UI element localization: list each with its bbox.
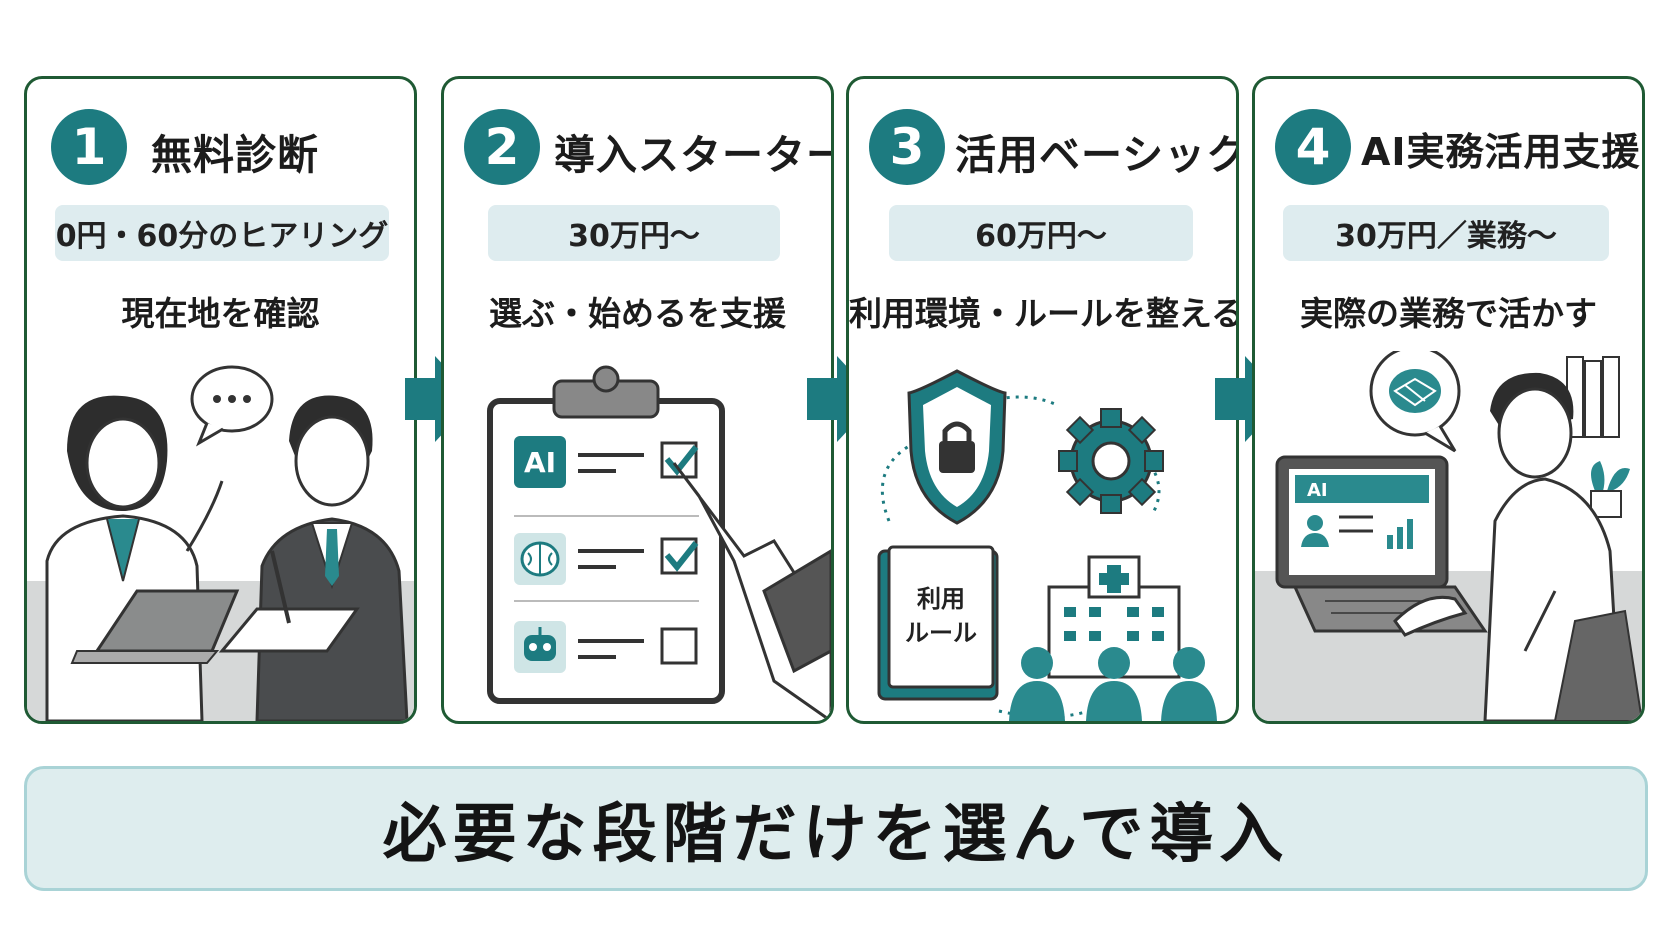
svg-text:AI: AI xyxy=(1307,480,1328,501)
hospital-icon xyxy=(1047,555,1181,679)
step-number: 4 xyxy=(1275,109,1351,185)
step-number: 3 xyxy=(869,109,945,185)
step-number: 2 xyxy=(464,109,540,185)
security-rules-illustration: 利用 ルール xyxy=(849,351,1236,721)
step-header: 3 活用ベーシック xyxy=(849,105,1236,197)
step-title: 活用ベーシック xyxy=(955,131,1239,179)
svg-text:AI: AI xyxy=(524,446,556,479)
step-description: 現在地を確認 xyxy=(121,294,320,333)
shield-lock-icon xyxy=(907,369,1007,525)
arrow-right-icon xyxy=(405,356,475,442)
laptop-work-illustration: AI xyxy=(1255,351,1642,721)
step-card-2: 2 導入スターター 30万円～ 選ぶ・始めるを支援 AI xyxy=(441,76,834,724)
step-header: 4 AI実務活用支援 xyxy=(1255,105,1642,197)
speech-bubble-icon xyxy=(190,365,274,447)
step-description: 実際の業務で活かす xyxy=(1300,294,1597,333)
step-card-4: 4 AI実務活用支援 30万円／業務～ 実際の業務で活かす xyxy=(1252,76,1645,724)
robot-icon xyxy=(514,621,566,673)
svg-text:ルール: ルール xyxy=(905,619,977,647)
consultation-illustration xyxy=(27,351,414,721)
arrow-right-icon xyxy=(1215,356,1285,442)
svg-text:利用: 利用 xyxy=(917,585,965,613)
summary-banner: 必要な段階だけを選んで導入 xyxy=(24,766,1648,891)
price-badge: 0円・60分のヒアリング xyxy=(55,205,389,261)
brain-icon xyxy=(514,533,566,585)
brain-thought-icon xyxy=(1369,351,1461,453)
pointing-hand-icon xyxy=(672,462,831,721)
people-icon xyxy=(1009,647,1217,721)
doctor-figure-icon xyxy=(45,395,224,721)
plant-icon xyxy=(1590,461,1630,518)
step-title: 導入スターター xyxy=(554,131,834,179)
step-card-1: 1 無料診断 0円・60分のヒアリング 現在地を確認 xyxy=(24,76,417,724)
price-badge: 60万円～ xyxy=(889,205,1193,261)
arrow-right-icon xyxy=(807,356,877,442)
step-header: 2 導入スターター xyxy=(444,105,831,197)
consultant-figure-icon xyxy=(255,395,409,721)
checklist-illustration: AI xyxy=(444,351,831,721)
price-badge: 30万円／業務～ xyxy=(1283,205,1609,261)
summary-banner-text: 必要な段階だけを選んで導入 xyxy=(382,797,1290,872)
gear-icon xyxy=(1058,408,1164,514)
step-description: 利用環境・ルールを整える xyxy=(849,294,1239,333)
shelf-binders-icon xyxy=(1566,356,1620,438)
step-number: 1 xyxy=(51,109,127,185)
laptop-icon: AI xyxy=(1275,455,1488,633)
step-header: 1 無料診断 xyxy=(27,105,414,197)
price-badge: 30万円～ xyxy=(488,205,780,261)
ai-badge-icon: AI xyxy=(514,436,566,488)
notepad-icon xyxy=(218,550,360,653)
step-description: 選ぶ・始めるを支援 xyxy=(489,294,786,333)
step-title: 無料診断 xyxy=(151,131,319,179)
laptop-icon xyxy=(70,589,240,664)
rulebook-icon: 利用 ルール xyxy=(877,545,999,701)
step-title: AI実務活用支援 xyxy=(1361,130,1641,174)
step-card-3: 3 活用ベーシック 60万円～ 利用環境・ルールを整える xyxy=(846,76,1239,724)
